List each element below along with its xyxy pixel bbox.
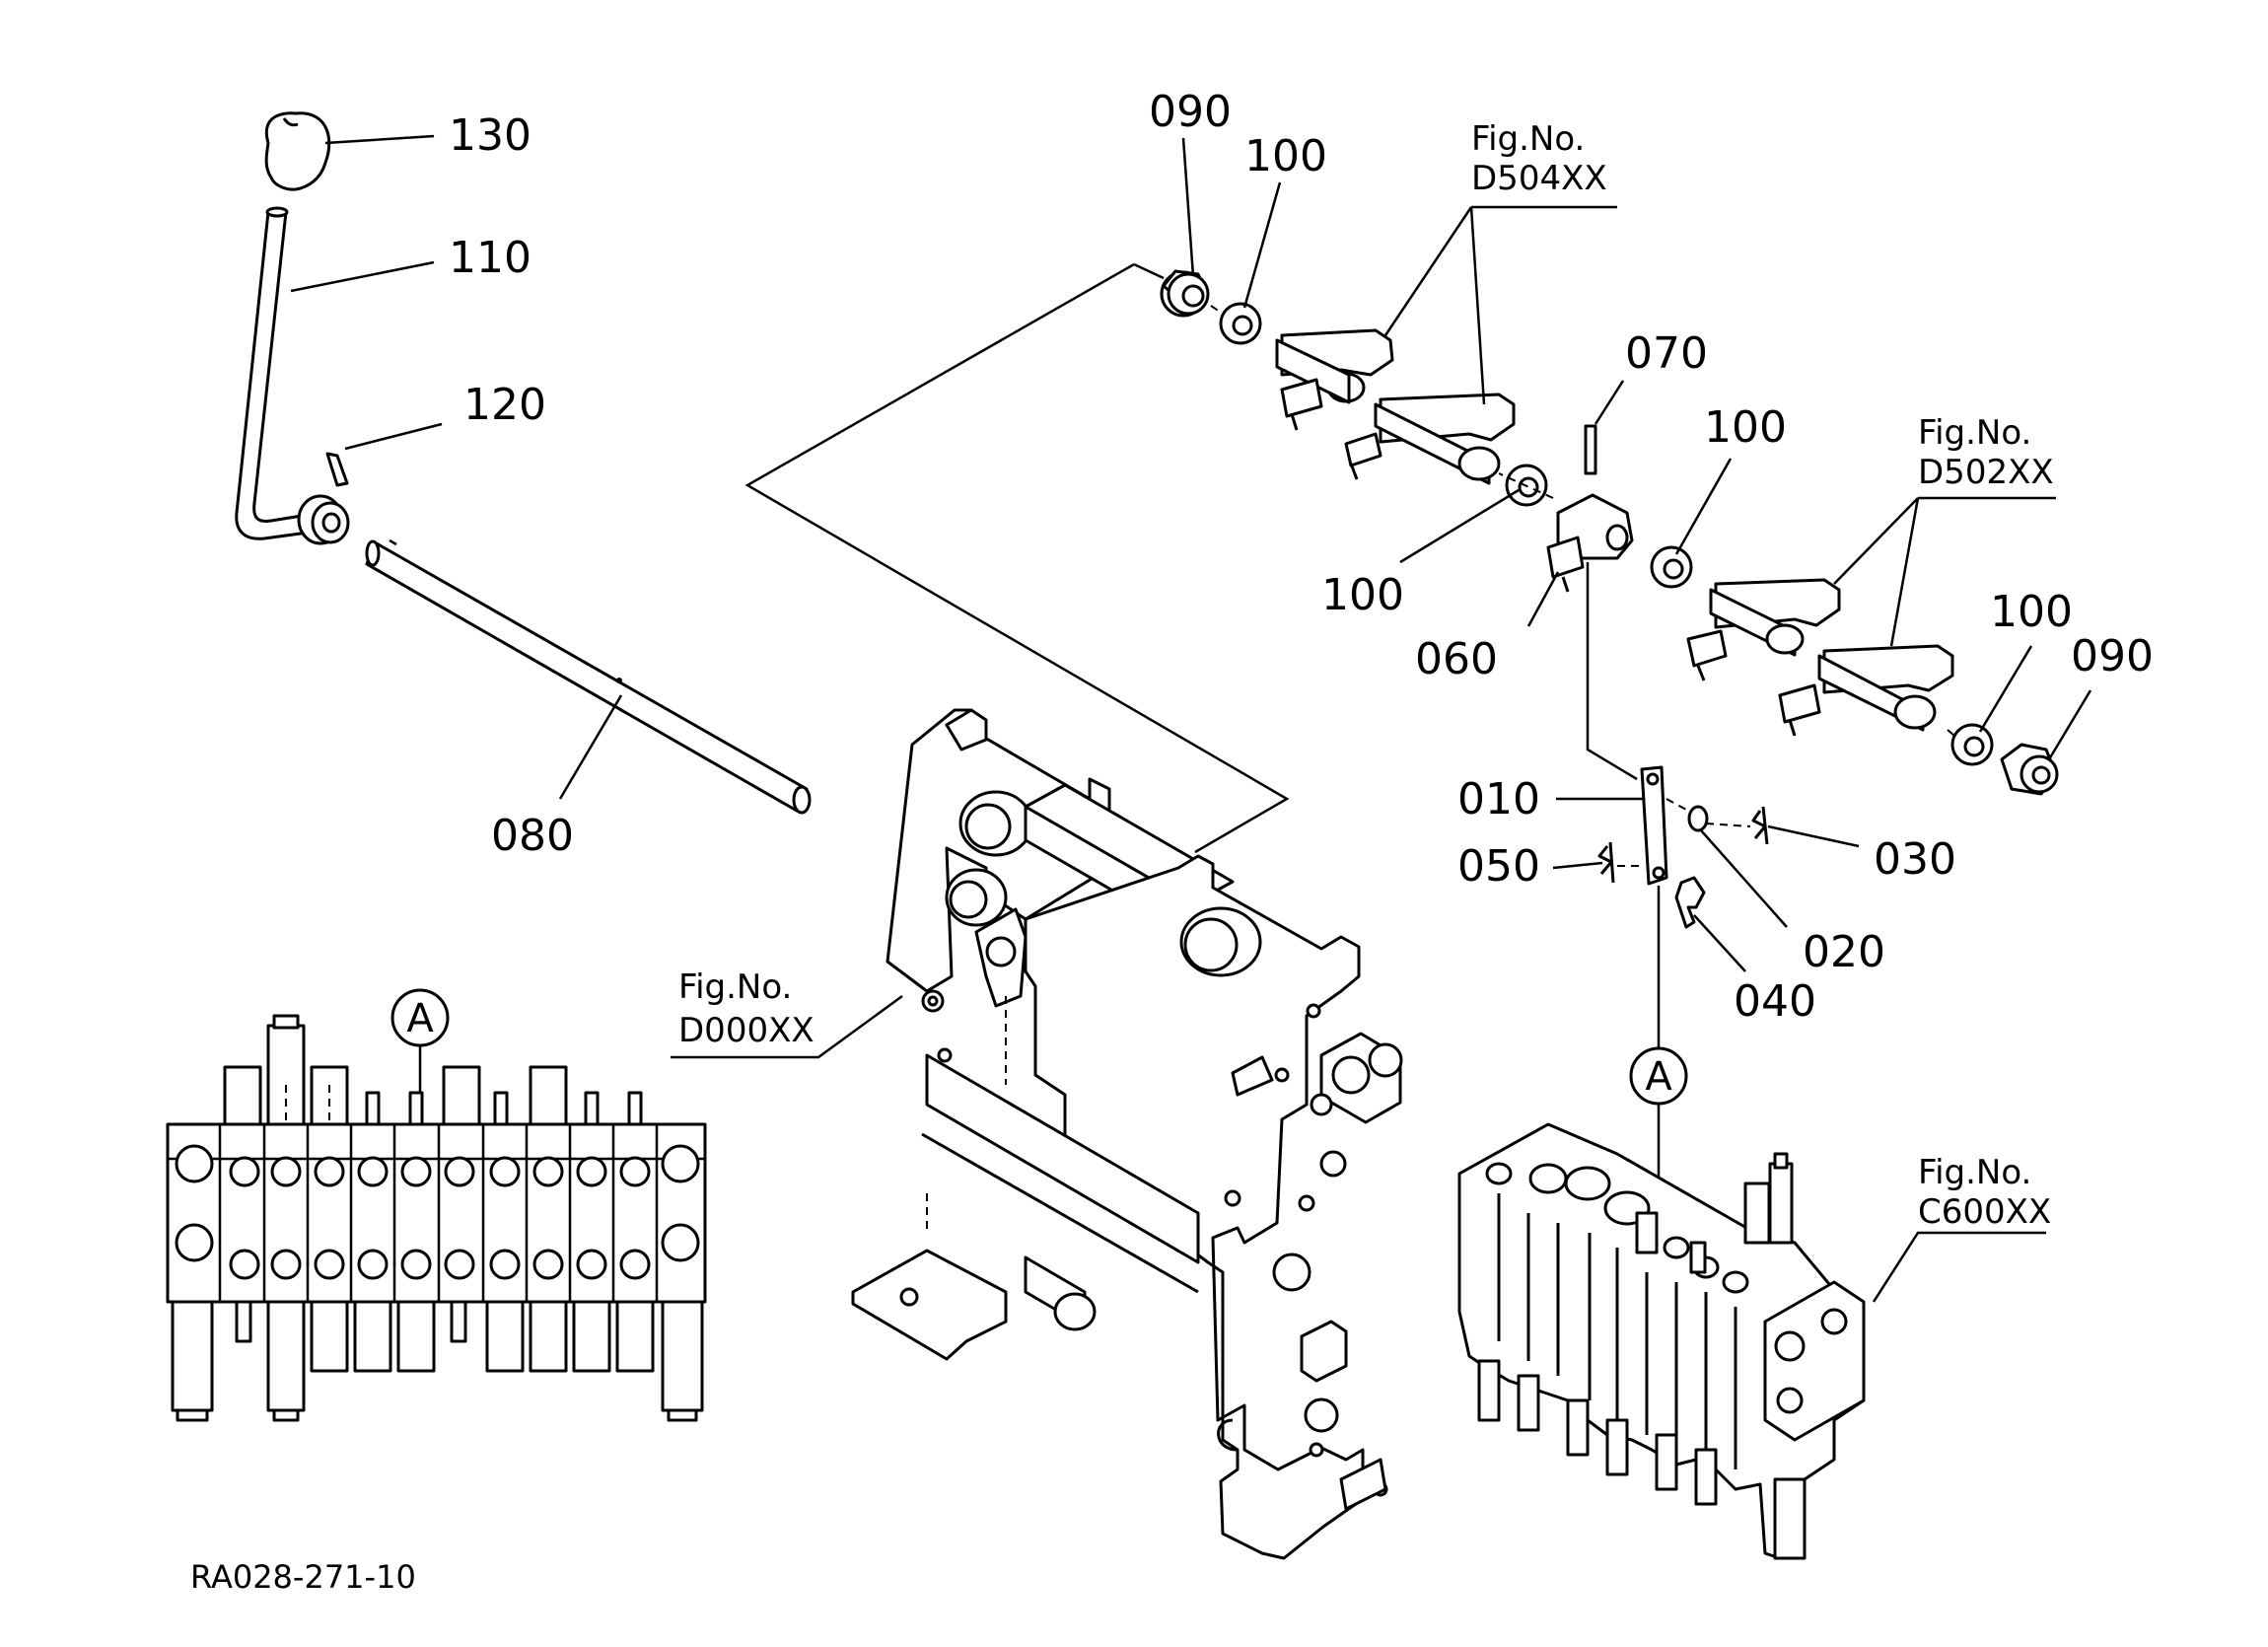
label-080[interactable]: 080: [491, 811, 574, 861]
leader-lines: [290, 134, 2092, 1059]
label-130[interactable]: 130: [449, 110, 532, 161]
washer-020[interactable]: [1687, 805, 1709, 832]
clip-030[interactable]: [1751, 806, 1769, 845]
part-labels: 130 110 120 080 090 100 070 100 100 060 …: [449, 87, 2154, 1027]
pin-070[interactable]: [1584, 424, 1597, 475]
lever-rod-110[interactable]: [235, 211, 309, 540]
washer-100-far[interactable]: [1950, 723, 1994, 766]
label-090-right[interactable]: 090: [2071, 631, 2154, 681]
control-lever: [235, 111, 812, 815]
label-030[interactable]: 030: [1874, 834, 1956, 885]
ref-d504-line1[interactable]: Fig.No.: [1471, 119, 1585, 159]
pin-120[interactable]: [325, 452, 349, 487]
ref-c600-line2[interactable]: C600XX: [1918, 1192, 2051, 1232]
label-040[interactable]: 040: [1734, 976, 1816, 1027]
ref-d504-line2[interactable]: D504XX: [1471, 159, 1607, 198]
ref-d000-line1[interactable]: Fig.No.: [678, 967, 792, 1007]
pin-040[interactable]: [1674, 876, 1706, 929]
label-050[interactable]: 050: [1457, 841, 1540, 892]
label-100-top[interactable]: 100: [1244, 131, 1327, 181]
label-020[interactable]: 020: [1803, 927, 1885, 977]
control-valve: [1457, 1122, 2046, 1560]
diagram-code: RA028-271-10: [190, 1558, 416, 1596]
label-060[interactable]: 060: [1415, 634, 1498, 684]
label-110[interactable]: 110: [449, 233, 532, 283]
label-100-right[interactable]: 100: [1990, 587, 2073, 637]
shaft-080[interactable]: [365, 540, 809, 813]
valve-view-a: [166, 1014, 707, 1422]
washer-100-right[interactable]: [1650, 545, 1693, 589]
ref-d000-line2[interactable]: D000XX: [678, 1011, 815, 1050]
svg-text:A: A: [1645, 1054, 1672, 1100]
ref-d502-line2[interactable]: D502XX: [1918, 453, 2054, 492]
arm-assembly: [1160, 269, 2059, 796]
figure-references: Fig.No. D504XX Fig.No. D502XX Fig.No. D0…: [678, 119, 2054, 1232]
label-070[interactable]: 070: [1625, 328, 1708, 379]
callout-a-right: A: [1629, 1046, 1688, 1106]
lever-frame: [744, 262, 1403, 1560]
clip-050[interactable]: [1597, 841, 1615, 884]
label-010[interactable]: 010: [1457, 774, 1540, 824]
link-parts: [1586, 562, 1769, 1223]
ref-d502-line1[interactable]: Fig.No.: [1918, 413, 2031, 453]
ref-c600-line1[interactable]: Fig.No.: [1918, 1153, 2031, 1192]
label-090-top[interactable]: 090: [1149, 87, 1232, 137]
knob-130[interactable]: [264, 111, 331, 191]
callout-a-left: A: [390, 988, 450, 1047]
washer-100-top[interactable]: [1219, 302, 1262, 345]
label-100-left[interactable]: 100: [1321, 570, 1404, 620]
label-100-mid[interactable]: 100: [1704, 402, 1787, 453]
label-120[interactable]: 120: [463, 380, 546, 430]
svg-text:A: A: [406, 996, 434, 1041]
link-010[interactable]: [1640, 765, 1668, 886]
